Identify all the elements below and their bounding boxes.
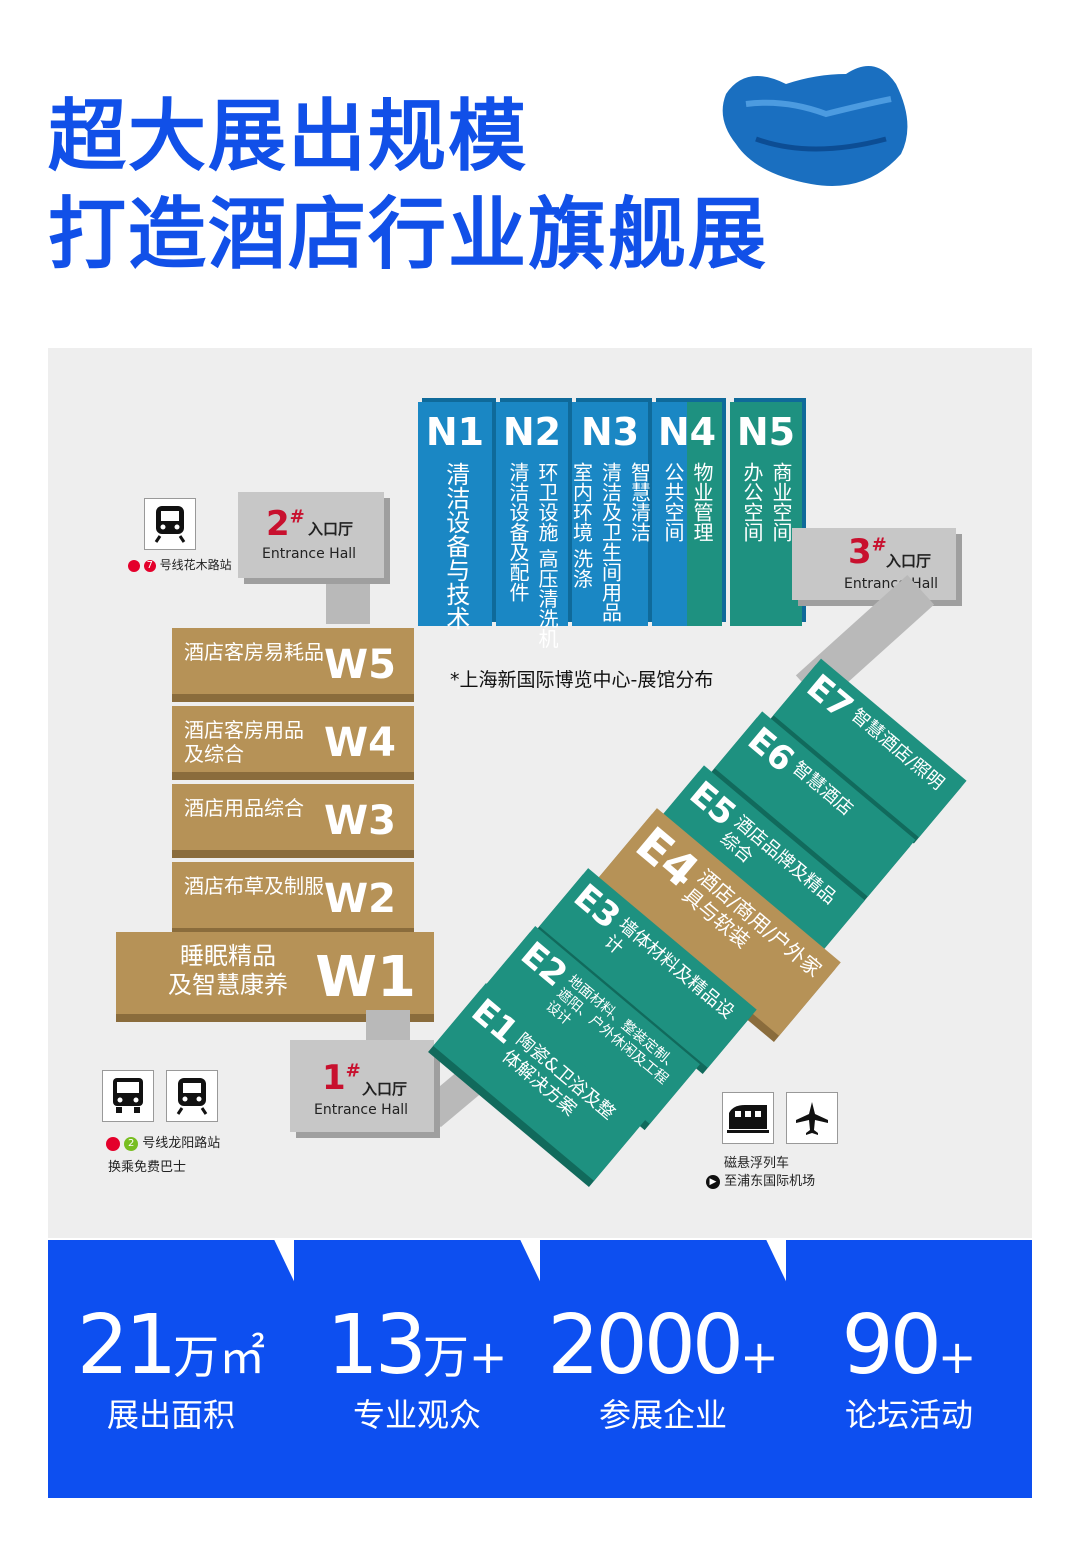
hall-code: W4 <box>324 720 396 766</box>
station-line2: 2 号线龙阳路站 <box>106 1132 220 1151</box>
hall-label: 公共空间 <box>661 462 685 542</box>
station-line2-label: 号线龙阳路站 <box>142 1136 221 1151</box>
hall-label: 酒店布草及制服 <box>184 874 324 898</box>
pouf-image <box>722 66 908 186</box>
stat-value: 2000+ <box>540 1298 786 1393</box>
station-line7: 7 号线花木路站 <box>128 556 232 573</box>
hall-label: 酒店用品综合 <box>184 796 304 820</box>
stat-label: 展出面积 <box>106 1396 235 1434</box>
entrance-1-en: Entrance Hall <box>314 1102 409 1118</box>
stat-label: 论坛活动 <box>844 1396 973 1434</box>
hall-code: N5 <box>736 410 796 454</box>
hall-label: 办公空间 <box>740 462 764 542</box>
entrance-1-number: 1# <box>322 1058 361 1098</box>
hall-label: 清洁设备及配件 <box>506 462 530 602</box>
hall-code: W2 <box>324 876 396 922</box>
stat-unit: 万+ <box>422 1330 508 1384</box>
hall-label-group: 清洁设备及配件环卫设施 高压清洗机 <box>496 462 568 648</box>
stat-card: 2000+参展企业 <box>540 1240 786 1498</box>
hall-w1: 睡眠精品 及智慧康养 W1 <box>116 932 434 1014</box>
line-7-badge: 7 <box>143 559 156 572</box>
entrance-2-en: Entrance Hall <box>262 546 357 562</box>
hall-n3: N3 室内环境 洗涤清洁及卫生间用品智慧清洁 <box>569 402 652 626</box>
station-line7-label: 号线花木路站 <box>159 558 232 572</box>
hall-code: W1 <box>315 945 416 1010</box>
metro-icon-2 <box>166 1070 218 1122</box>
play-arrow-icon: ▶ <box>706 1174 720 1189</box>
metro-logo-icon <box>106 1136 120 1151</box>
stat-label: 专业观众 <box>352 1396 481 1434</box>
hall-label-group: 室内环境 洗涤清洁及卫生间用品智慧清洁 <box>569 462 652 622</box>
headline-line-2: 打造酒店行业旗舰展 <box>48 190 769 280</box>
hall-label-group: 清洁设备与技术 <box>418 462 492 630</box>
stat-number: 2000 <box>547 1298 744 1393</box>
line-2-badge: 2 <box>124 1136 139 1151</box>
maglev-icon <box>722 1092 774 1144</box>
stat-value: 21万㎡ <box>48 1298 294 1393</box>
hall-code: W5 <box>324 642 396 688</box>
stat-unit: 万㎡ <box>173 1330 266 1384</box>
hall-label: 清洁及卫生间用品 <box>598 462 623 622</box>
hall-label: 酒店客房用品 及综合 <box>184 718 304 766</box>
hall-label-group: 公共空间物业管理 <box>652 462 722 542</box>
stat-value: 90+ <box>786 1298 1032 1393</box>
metro-icon <box>144 498 196 550</box>
hall-code: W3 <box>324 798 396 844</box>
airport-route: ▶ 至浦东国际机场 <box>706 1170 815 1189</box>
hall-n1: N1 清洁设备与技术 <box>418 402 492 630</box>
stat-label: 参展企业 <box>598 1396 727 1434</box>
hall-label: 清洁设备与技术 <box>441 462 470 630</box>
stat-number: 90 <box>841 1298 942 1393</box>
hall-code: N3 <box>580 410 640 454</box>
stat-card: 13万+专业观众 <box>294 1240 540 1498</box>
hall-w4: 酒店客房用品 及综合 W4 <box>172 706 414 772</box>
metro-logo-icon <box>128 559 140 572</box>
hall-n5: N5 办公空间商业空间 <box>730 402 802 626</box>
stat-unit: + <box>740 1330 779 1384</box>
hall-label: 物业管理 <box>690 462 714 542</box>
hall-code: N2 <box>502 410 562 454</box>
entrance-1-label: 入口厅 <box>362 1080 408 1098</box>
hall-label: 酒店客房易耗品 <box>184 640 324 664</box>
headline-line-1: 超大展出规模 <box>48 92 529 182</box>
airport-label: 至浦东国际机场 <box>724 1174 816 1189</box>
hall-n4: N4 公共空间物业管理 <box>652 402 722 626</box>
airplane-icon <box>786 1092 838 1144</box>
stat-card: 90+论坛活动 <box>786 1240 1032 1498</box>
entrance-2-connector <box>326 578 370 624</box>
hall-label: 商业空间 <box>769 462 793 542</box>
bus-icon <box>102 1070 154 1122</box>
hall-label: 智慧清洁 <box>627 462 652 542</box>
hall-label: 室内环境 洗涤 <box>569 462 594 589</box>
stat-value: 13万+ <box>294 1298 540 1393</box>
maglev-label: 磁悬浮列车 <box>724 1156 790 1171</box>
hall-n2: N2 清洁设备及配件环卫设施 高压清洗机 <box>496 402 568 648</box>
entrance-hall-1: 1# 入口厅 Entrance Hall <box>290 1040 434 1132</box>
hall-w3: 酒店用品综合 W3 <box>172 784 414 850</box>
entrance-2-label: 入口厅 <box>308 520 354 538</box>
entrance-3-label: 入口厅 <box>886 552 932 570</box>
hall-code: N4 <box>657 410 717 454</box>
stat-number: 13 <box>326 1298 427 1393</box>
entrance-hall-3: 3# 入口厅 Entrance Hall <box>792 528 956 600</box>
hall-label: 睡眠精品 及智慧康养 <box>168 942 288 999</box>
entrance-2-number: 2# <box>266 504 305 544</box>
stat-unit: + <box>937 1330 977 1384</box>
hall-code: N1 <box>425 410 485 454</box>
map-caption: *上海新国际博览中心-展馆分布 <box>450 669 714 691</box>
entrance-3-number: 3# <box>848 532 887 572</box>
hall-label-group: 办公空间商业空间 <box>730 462 802 542</box>
hall-label: 环卫设施 高压清洗机 <box>535 462 559 649</box>
bus-transfer-label: 换乘免费巴士 <box>108 1160 187 1175</box>
entrance-hall-2: 2# 入口厅 Entrance Hall <box>238 492 384 578</box>
stat-number: 21 <box>76 1298 177 1393</box>
